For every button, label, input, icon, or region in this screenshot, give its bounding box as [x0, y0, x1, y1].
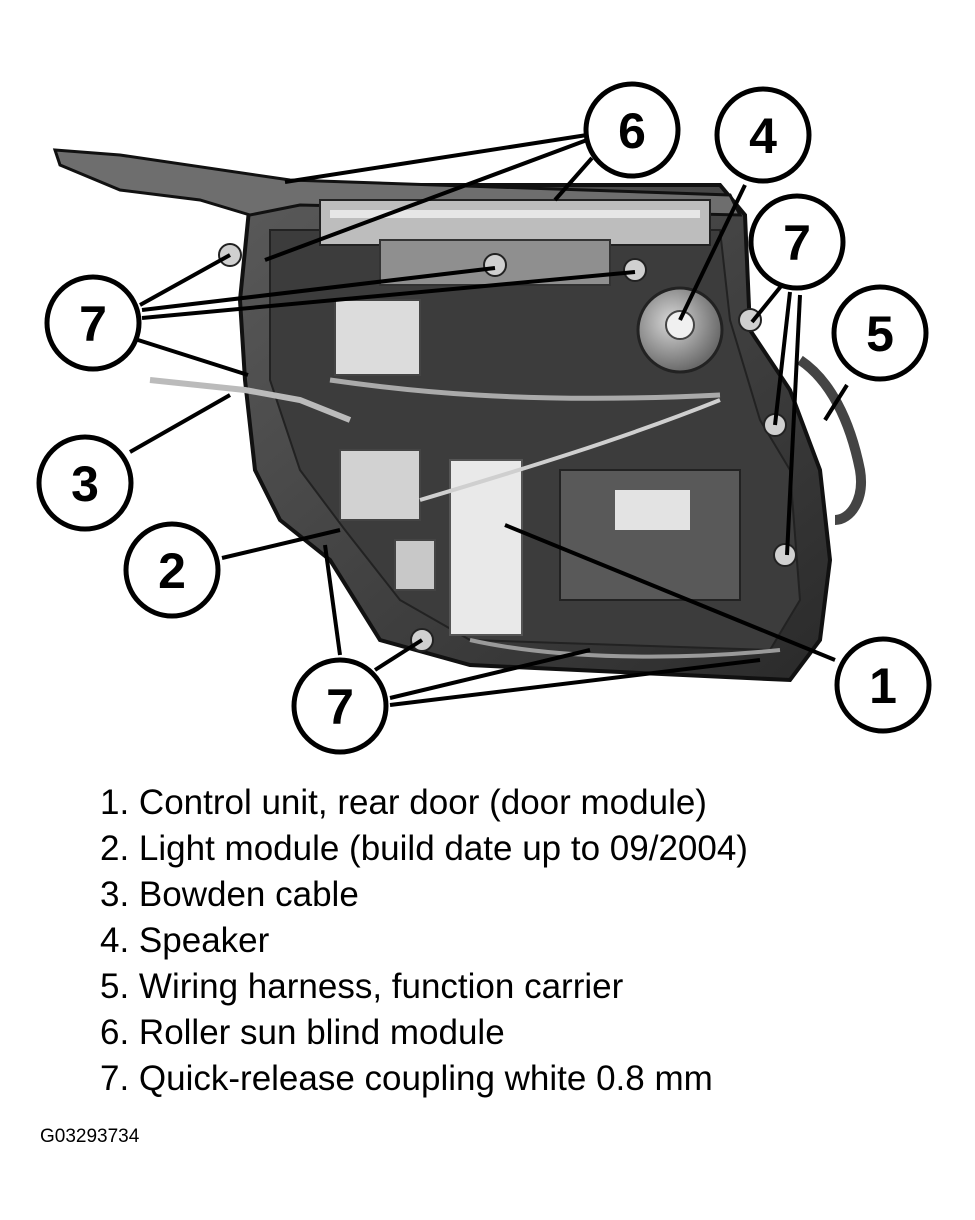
- callout-2: 2: [123, 521, 221, 619]
- callout-6: 6: [583, 81, 681, 179]
- callout-4-label: 4: [749, 108, 777, 164]
- callout-7-left: 7: [44, 274, 142, 372]
- parts-legend: 1. Control unit, rear door (door module)…: [100, 780, 748, 1102]
- callout-1: 1: [834, 636, 932, 734]
- legend-item: 7. Quick-release coupling white 0.8 mm: [100, 1059, 713, 1098]
- callout-6-label: 6: [618, 103, 646, 159]
- cable-lower: [469, 638, 781, 659]
- legend-item: 3. Bowden cable: [100, 875, 359, 914]
- coupling-point: [483, 253, 507, 277]
- callout-2-label: 2: [158, 543, 186, 599]
- coupling-point: [623, 258, 647, 282]
- callout-7-label: 7: [326, 679, 354, 735]
- motor-box: [559, 469, 741, 601]
- control-unit-shape: [449, 459, 523, 636]
- roller-blind-bar: [330, 210, 700, 218]
- light-module-part: [394, 539, 436, 591]
- label-right-inner: [615, 490, 690, 530]
- callout-3-label: 3: [71, 456, 99, 512]
- legend-item: 1. Control unit, rear door (door module): [100, 783, 707, 822]
- leader-lines: [129, 133, 849, 707]
- light-module-shape: [339, 449, 421, 521]
- legend-item: 6. Roller sun blind module: [100, 1013, 505, 1052]
- coupling-point: [773, 543, 797, 567]
- callout-7-label: 7: [783, 215, 811, 271]
- callout-5: 5: [831, 284, 929, 382]
- callout-7-upper-right: 7: [748, 193, 846, 291]
- speaker-cone: [665, 310, 695, 340]
- roller-blind-housing: [319, 199, 711, 246]
- legend-item: 4. Speaker: [100, 921, 270, 960]
- coupling-point: [738, 308, 762, 332]
- callout-7-bottom: 7: [291, 657, 389, 755]
- legend-item: 5. Wiring harness, function carrier: [100, 967, 624, 1006]
- callout-3: 3: [36, 434, 134, 532]
- callout-5-label: 5: [866, 306, 894, 362]
- cable-bundle: [329, 377, 721, 401]
- cable-bundle-2: [419, 398, 721, 502]
- figure-id: G03293734: [40, 1126, 140, 1147]
- callout-4: 4: [714, 86, 812, 184]
- callout-7-label: 7: [79, 296, 107, 352]
- wiring-harness-shape: [797, 355, 866, 525]
- callout-1-label: 1: [869, 658, 897, 714]
- label-left: [334, 299, 421, 376]
- bowden-cable-shape: [149, 377, 352, 423]
- roller-blind-rail: [52, 148, 743, 217]
- door-module-photo-diagram: 1 2 3 4 5 6 7 7 7: [36, 81, 932, 755]
- legend-item: 2. Light module (build date up to 09/200…: [100, 829, 748, 868]
